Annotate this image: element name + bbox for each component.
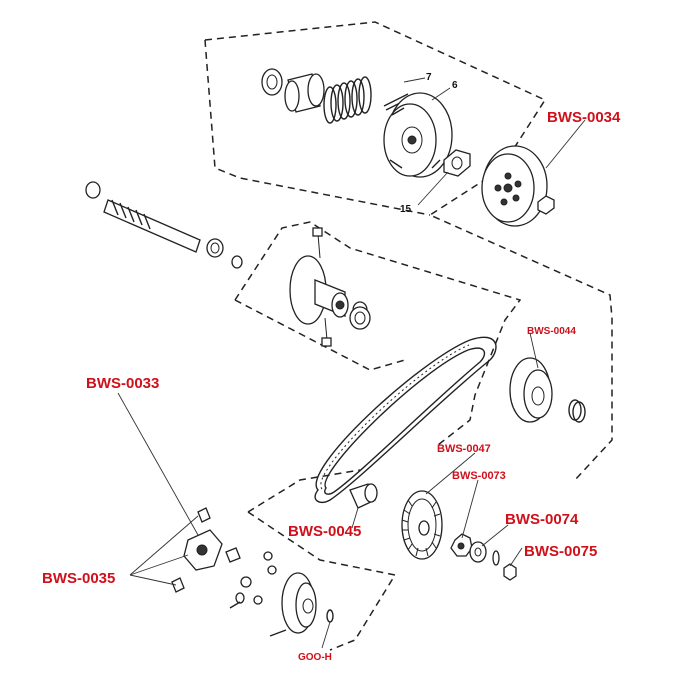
washer-part [469, 541, 500, 566]
clutch-spring-part [323, 76, 372, 124]
clutch-collar-part [284, 73, 325, 113]
clutch-group-outline-inner [204, 39, 431, 216]
label-bws-0073: BWS-0073 [452, 470, 506, 482]
callout-7: 7 [426, 72, 432, 83]
drive-face-group-outline [234, 221, 522, 446]
drive-shaft-part [85, 181, 243, 269]
nut-part [503, 563, 517, 581]
label-bws-0035: BWS-0035 [42, 570, 115, 587]
variator-group-outline [247, 469, 361, 513]
variator-collar-part [349, 483, 378, 509]
cooling-fan-part [401, 490, 443, 560]
starter-ratchet-part [450, 533, 473, 557]
callout-15: 15 [400, 204, 412, 215]
label-bws-0044: BWS-0044 [527, 326, 576, 337]
label-bws-0045: BWS-0045 [288, 523, 361, 540]
clutch-shoe-part [383, 92, 453, 178]
label-bws-0074: BWS-0074 [505, 511, 579, 528]
variator-rollers-part [229, 551, 277, 609]
clutch-group-outline [204, 21, 613, 481]
clutch-bell-nut-part [537, 195, 555, 215]
drive-face-part [289, 227, 371, 347]
clutch-bell-part [481, 145, 548, 227]
label-bws-0075: BWS-0075 [524, 543, 597, 560]
clutch-nut-part [443, 149, 471, 177]
drive-face-group-outline-bottom [234, 299, 406, 371]
driven-pulley-part [509, 357, 586, 423]
label-bws-0034: BWS-0034 [547, 109, 621, 126]
variator-face-part [269, 572, 334, 637]
label-bws-0047: BWS-0047 [437, 443, 491, 455]
label-goo-h: GOO-H [298, 652, 332, 663]
variator-plate-part [171, 507, 241, 593]
callout-6: 6 [452, 80, 458, 91]
label-bws-0033: BWS-0033 [86, 375, 159, 392]
clutch-seal-part [261, 68, 283, 96]
drive-belt-part [314, 336, 497, 504]
